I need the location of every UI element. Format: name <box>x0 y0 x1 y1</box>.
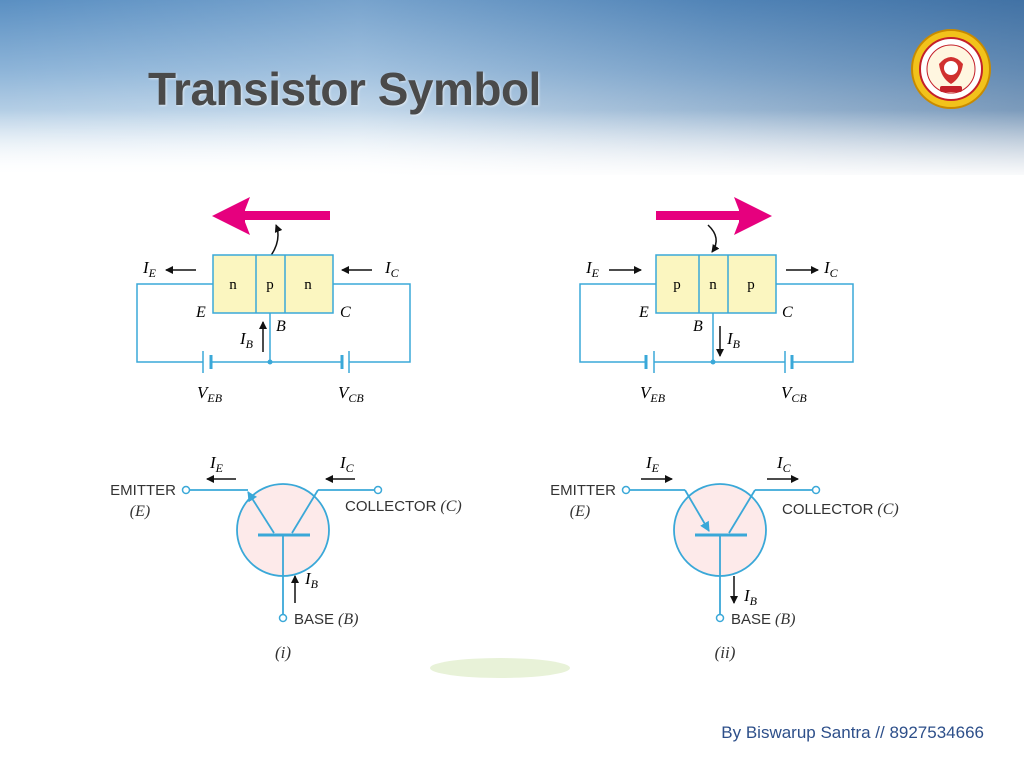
emitter-terminal-label: E <box>195 304 206 321</box>
circuit-wire <box>136 283 213 363</box>
ic-label: IC <box>823 258 839 280</box>
region-label: n <box>229 277 237 293</box>
ib-label: IB <box>239 329 254 351</box>
circuit-wire <box>579 283 656 363</box>
battery-vcb <box>784 351 794 373</box>
battery-veb <box>644 351 655 373</box>
figure-caption: (ii) <box>715 643 736 662</box>
npn-block-diagram: n p n IE IC IB E <box>136 197 411 405</box>
region-label: p <box>266 277 274 293</box>
region-label: n <box>709 277 717 293</box>
collector-terminal-label: C <box>782 304 793 321</box>
collector-label: COLLECTOR(C) <box>782 501 899 518</box>
region-label: n <box>304 277 312 293</box>
veb-label: VEB <box>197 383 223 405</box>
circuit-wire <box>333 283 411 363</box>
ic-label: IC <box>776 453 792 475</box>
collector-lead <box>291 489 319 534</box>
emitter-terminal-label: E <box>638 304 649 321</box>
vcb-label: VCB <box>781 383 807 405</box>
collector-terminal <box>811 485 821 495</box>
semiconductor-block <box>212 254 334 314</box>
collector-terminal <box>373 485 383 495</box>
vcb-label: VCB <box>338 383 364 405</box>
npn-transistor-symbol: IE IC IB EMITTER (E) COLLECTOR(C) BASE(B… <box>110 453 462 662</box>
emitter-terminal <box>621 485 631 495</box>
pnp-block-diagram: p n p IE IC IB E B C VEB <box>579 197 854 405</box>
base-terminal <box>715 613 725 623</box>
figure-caption: (i) <box>275 643 291 662</box>
region-label: p <box>673 277 681 293</box>
base-label: BASE(B) <box>731 611 795 628</box>
emitter-lead <box>247 491 275 534</box>
base-terminal-label: B <box>693 318 703 335</box>
slide-title: Transistor Symbol <box>148 63 541 115</box>
region-label: p <box>747 277 755 293</box>
ib-label: IB <box>743 586 758 608</box>
ie-label: IE <box>142 258 157 280</box>
magenta-arrow-icon <box>656 197 772 235</box>
base-terminal <box>278 613 288 623</box>
collector-lead <box>728 489 756 534</box>
ib-label: IB <box>304 569 319 591</box>
emitter-label: EMITTER <box>550 482 616 499</box>
emitter-label: EMITTER <box>110 482 176 499</box>
footer-credit: By Biswarup Santra // 8927534666 <box>721 723 984 742</box>
ie-label: IE <box>645 453 660 475</box>
curved-pointer <box>269 224 283 258</box>
battery-veb <box>202 351 213 373</box>
collector-label: COLLECTOR(C) <box>345 498 462 515</box>
curved-pointer <box>707 224 720 253</box>
college-seal-icon <box>911 29 991 109</box>
header-fade <box>0 110 1024 180</box>
ib-label: IB <box>726 329 741 351</box>
emitter-lead <box>684 489 710 532</box>
pnp-transistor-symbol: IE IC IB EMITTER (E) COLLECTOR(C) BASE(B… <box>550 453 899 662</box>
background-shape <box>430 658 570 678</box>
circuit-wire <box>776 283 854 363</box>
emitter-abbr: (E) <box>130 503 150 520</box>
ie-label: IE <box>209 453 224 475</box>
collector-terminal-label: C <box>340 304 351 321</box>
magenta-arrow-icon <box>212 197 330 235</box>
base-terminal-label: B <box>276 318 286 335</box>
ie-label: IE <box>585 258 600 280</box>
veb-label: VEB <box>640 383 666 405</box>
battery-vcb <box>340 351 350 373</box>
ic-label: IC <box>339 453 355 475</box>
ic-label: IC <box>384 258 400 280</box>
base-label: BASE(B) <box>294 611 358 628</box>
emitter-terminal <box>181 485 191 495</box>
emitter-abbr: (E) <box>570 503 590 520</box>
